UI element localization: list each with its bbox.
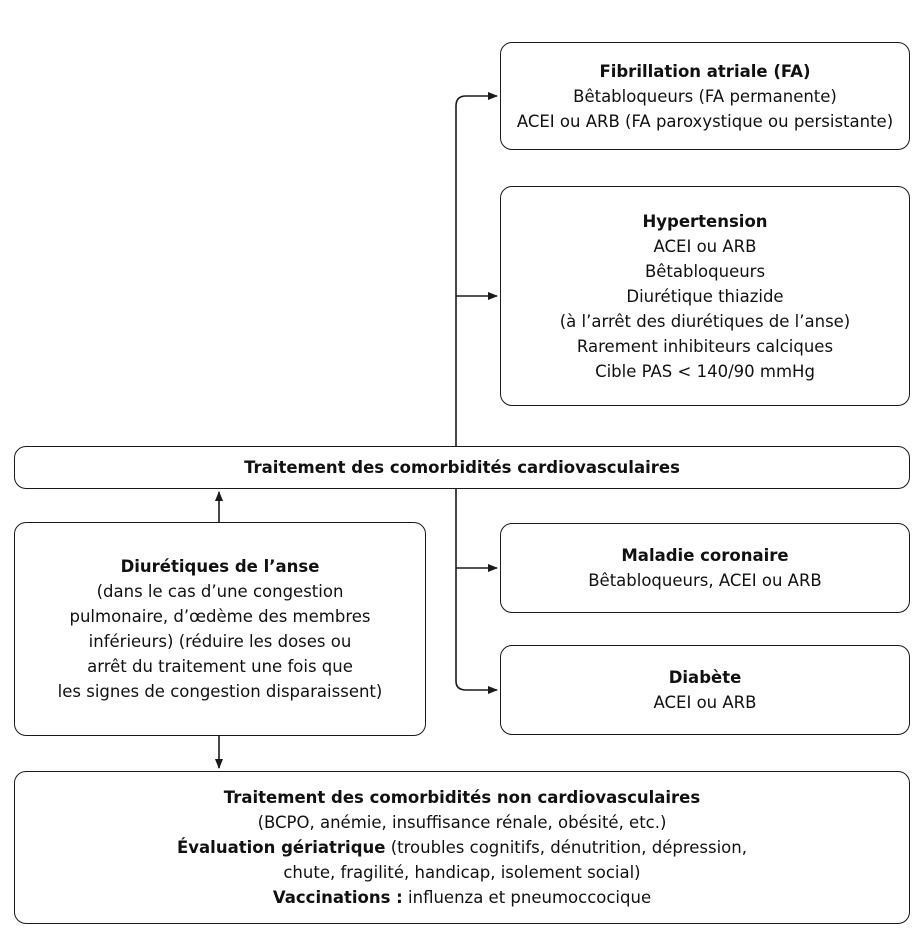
non-cardio-comorbidities-box: Traitement des comorbidités non cardiova…: [14, 771, 910, 924]
fa-box: Fibrillation atriale (FA) Bêtabloqueurs …: [500, 42, 910, 150]
coronaire-box: Maladie coronaire Bêtabloqueurs, ACEI ou…: [500, 523, 910, 613]
hypertension-title: Hypertension: [642, 211, 768, 231]
diuretiques-line-1: (dans le cas d’une congestion: [96, 582, 344, 601]
hypertension-line-6: Cible PAS < 140/90 mmHg: [595, 361, 815, 381]
non-cardio-eval-line: Évaluation gériatrique (troubles cogniti…: [177, 835, 747, 860]
non-cardio-line-1: (BCPO, anémie, insuffisance rénale, obés…: [257, 813, 667, 832]
hypertension-line-1: ACEI ou ARB: [653, 236, 757, 256]
connector-to-fa: [455, 92, 498, 446]
hypertension-line-2: Bêtabloqueurs: [644, 261, 766, 281]
connector-to-diabete: [455, 489, 498, 694]
diuretiques-title: Diurétiques de l’anse: [120, 557, 320, 576]
diuretiques-line-2: pulmonaire, d’œdème des membres: [69, 607, 371, 626]
coronaire-line-1: Bêtabloqueurs, ACEI ou ARB: [588, 571, 822, 590]
diuretiques-line-3: inférieurs) (réduire les doses ou: [88, 632, 352, 651]
eval-label: Évaluation gériatrique: [177, 838, 386, 857]
non-cardio-title: Traitement des comorbidités non cardiova…: [223, 788, 701, 807]
cardio-title: Traitement des comorbidités cardiovascul…: [244, 458, 680, 477]
vacc-text: influenza et pneumoccocique: [402, 888, 652, 907]
diuretiques-line-4: arrêt du traitement une fois que: [87, 657, 353, 676]
hypertension-line-3: Diurétique thiazide: [626, 286, 784, 306]
vacc-label: Vaccinations :: [272, 888, 403, 907]
diuretiques-box: Diurétiques de l’anse (dans le cas d’une…: [14, 522, 426, 736]
diabete-line-1: ACEI ou ARB: [653, 693, 757, 712]
eval-text: (troubles cognitifs, dénutrition, dépres…: [385, 838, 747, 857]
fa-line-2: ACEI ou ARB (FA paroxystique ou persista…: [516, 111, 894, 131]
hypertension-box: Hypertension ACEI ou ARB Bêtabloqueurs D…: [500, 186, 910, 406]
cardio-comorbidities-box: Traitement des comorbidités cardiovascul…: [14, 446, 910, 489]
non-cardio-vacc-line: Vaccinations : influenza et pneumoccociq…: [273, 885, 651, 910]
diabete-title: Diabète: [668, 668, 742, 687]
fa-line-1: Bêtabloqueurs (FA permanente): [573, 86, 837, 106]
non-cardio-line-3: chute, fragilité, handicap, isolement so…: [283, 863, 641, 882]
hypertension-line-5: Rarement inhibiteurs calciques: [576, 336, 834, 356]
diabete-box: Diabète ACEI ou ARB: [500, 645, 910, 735]
diuretiques-line-5: les signes de congestion disparaissent): [57, 682, 383, 701]
hypertension-line-4: (à l’arrêt des diurétiques de l’anse): [559, 311, 851, 331]
fa-title: Fibrillation atriale (FA): [599, 61, 811, 81]
coronaire-title: Maladie coronaire: [621, 546, 789, 565]
